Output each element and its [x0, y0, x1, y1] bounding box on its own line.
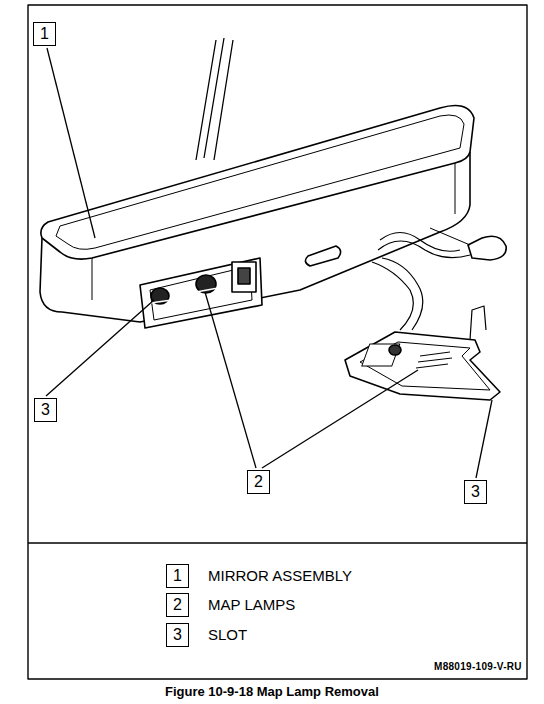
legend-key-box: 3 [166, 623, 189, 647]
legend-text: MAP LAMPS [208, 596, 295, 613]
callout-number: 2 [173, 597, 182, 613]
legend-key-box: 1 [166, 564, 189, 588]
callout-number: 1 [40, 26, 49, 42]
legend-text: SLOT [208, 626, 247, 643]
callout-number: 3 [471, 484, 480, 500]
callout-number: 3 [464, 480, 487, 504]
figure-code: M88019-109-V-RU [434, 661, 522, 672]
callout-number: 1 [173, 568, 182, 584]
legend-text: MIRROR ASSEMBLY [208, 567, 352, 584]
legend-key-box: 2 [166, 593, 189, 617]
callout-number: 2 [254, 474, 263, 490]
callout-number: 3 [173, 627, 182, 643]
figure-caption: Figure 10-9-18 Map Lamp Removal [165, 684, 379, 699]
callout-number: 2 [247, 470, 270, 494]
callout-number: 3 [41, 402, 50, 418]
callout-number: 1 [33, 22, 56, 46]
callout-number: 3 [34, 398, 57, 422]
